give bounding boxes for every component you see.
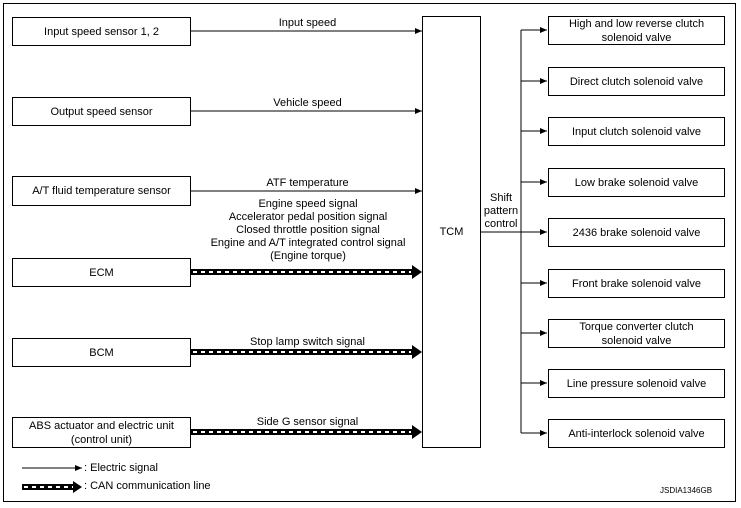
output-box-front-brake: Front brake solenoid valve xyxy=(548,269,725,298)
atf-temperature-sensor-box: A/T fluid temperature sensor xyxy=(12,176,191,206)
legend-can-label: : CAN communication line xyxy=(84,480,211,492)
output-box-direct-clutch: Direct clutch solenoid valve xyxy=(548,67,725,96)
legend-can-symbol xyxy=(22,481,82,493)
legend-electric-label: : Electric signal xyxy=(84,462,158,474)
tcm-box: TCM xyxy=(422,16,481,448)
side-g-signal-label: Side G sensor signal xyxy=(256,416,359,428)
atf-temperature-label: ATF temperature xyxy=(266,177,349,189)
bcm-can-line xyxy=(191,345,422,359)
output-speed-sensor-box: Output speed sensor xyxy=(12,97,191,126)
bcm-box: BCM xyxy=(12,338,191,367)
figure-id: JSDIA1346GB xyxy=(660,486,713,495)
diagram-frame xyxy=(3,3,736,502)
shift-pattern-control-label: Shift pattern control xyxy=(483,192,519,230)
vehicle-speed-label: Vehicle speed xyxy=(273,97,342,109)
output-arrows xyxy=(521,27,547,436)
abs-actuator-box: ABS actuator and electric unit (control … xyxy=(12,417,191,448)
output-box-anti-interlock: Anti-interlock solenoid valve xyxy=(548,419,725,448)
abs-can-line xyxy=(191,425,422,439)
output-box-low-brake: Low brake solenoid valve xyxy=(548,168,725,197)
input-speed-sensor-box: Input speed sensor 1, 2 xyxy=(12,17,191,46)
ecm-can-line xyxy=(191,265,422,279)
ecm-box: ECM xyxy=(12,258,191,287)
output-box-2436-brake: 2436 brake solenoid valve xyxy=(548,218,725,247)
input-speed-label: Input speed xyxy=(278,17,337,29)
output-box-torque-converter-clutch: Torque converter clutch solenoid valve xyxy=(548,319,725,348)
stop-lamp-signal-label: Stop lamp switch signal xyxy=(250,336,365,348)
ecm-signals-label: Engine speed signal Accelerator pedal po… xyxy=(210,198,406,262)
output-box-input-clutch: Input clutch solenoid valve xyxy=(548,117,725,146)
output-box-high-low-reverse-clutch: High and low reverse clutch solenoid val… xyxy=(548,16,725,45)
output-box-line-pressure: Line pressure solenoid valve xyxy=(548,369,725,398)
